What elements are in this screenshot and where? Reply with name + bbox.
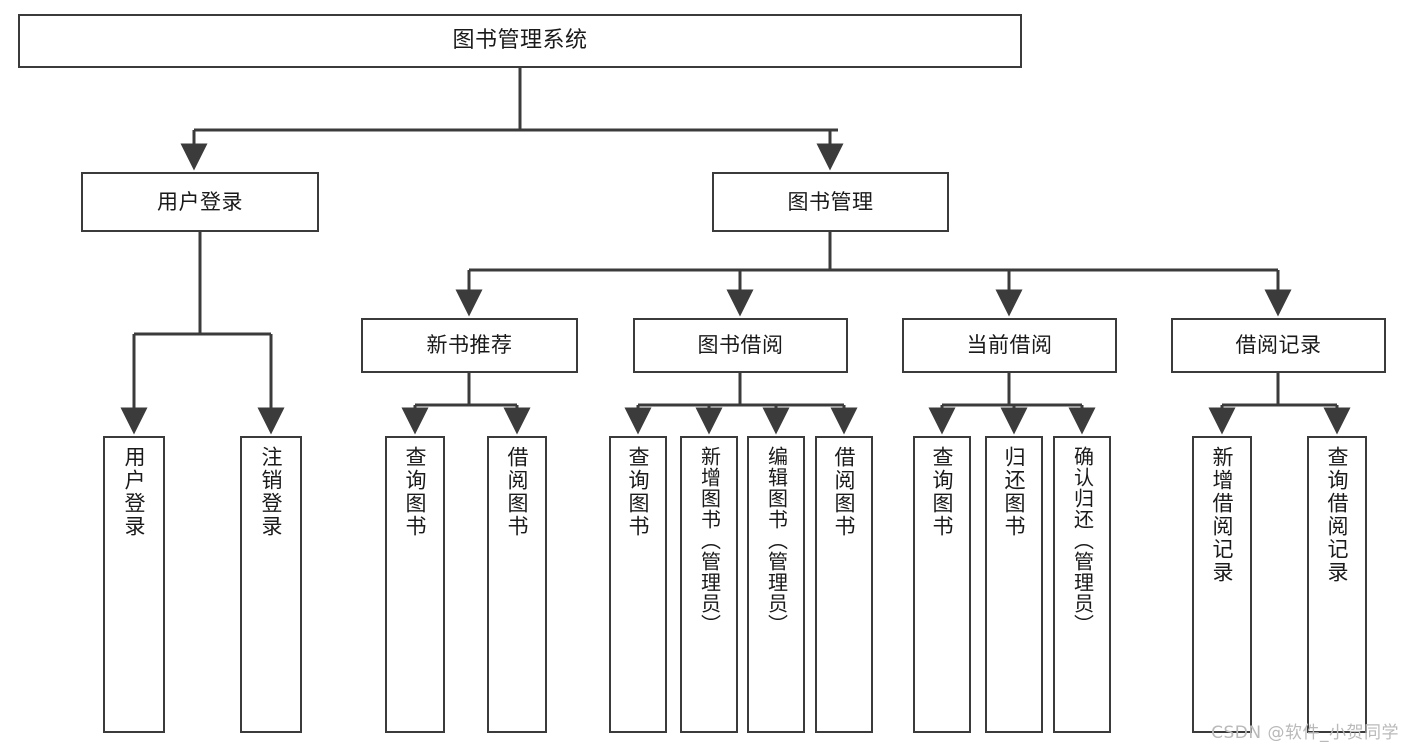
node-borrow-record-label: 借阅记录 <box>1235 333 1322 358</box>
node-leaf-query-book-current-label: 查询图书 <box>930 446 955 538</box>
node-leaf-query-borrow-record-label: 查询借阅记录 <box>1325 446 1350 584</box>
node-new-book-recommend[interactable]: 新书推荐 <box>361 318 578 373</box>
node-leaf-borrow-book-new[interactable]: 借阅图书 <box>487 436 547 733</box>
node-leaf-borrow-book[interactable]: 借阅图书 <box>815 436 873 733</box>
node-leaf-query-book-label: 查询图书 <box>626 446 651 538</box>
node-leaf-logout-label: 注销登录 <box>259 446 284 538</box>
node-leaf-query-book[interactable]: 查询图书 <box>609 436 667 733</box>
node-leaf-query-book-current[interactable]: 查询图书 <box>913 436 971 733</box>
node-leaf-borrow-book-new-label: 借阅图书 <box>505 446 530 538</box>
node-leaf-add-borrow-record-label: 新增借阅记录 <box>1210 446 1235 584</box>
node-root-label: 图书管理系统 <box>452 28 588 54</box>
node-leaf-query-book-new-label: 查询图书 <box>403 446 428 538</box>
node-leaf-confirm-return-admin-label: 确认归还（管理员） <box>1070 446 1095 635</box>
node-leaf-add-book-admin[interactable]: 新增图书（管理员） <box>680 436 738 733</box>
watermark: CSDN @软件_小贺同学 <box>1211 723 1399 743</box>
node-user-login[interactable]: 用户登录 <box>81 172 319 232</box>
node-leaf-edit-book-admin-label: 编辑图书（管理员） <box>764 446 789 635</box>
node-book-management[interactable]: 图书管理 <box>712 172 949 232</box>
node-leaf-edit-book-admin[interactable]: 编辑图书（管理员） <box>747 436 805 733</box>
node-book-borrow[interactable]: 图书借阅 <box>633 318 848 373</box>
node-borrow-record[interactable]: 借阅记录 <box>1171 318 1386 373</box>
node-new-book-recommend-label: 新书推荐 <box>426 333 513 358</box>
node-leaf-query-borrow-record[interactable]: 查询借阅记录 <box>1307 436 1367 733</box>
node-leaf-add-borrow-record[interactable]: 新增借阅记录 <box>1192 436 1252 733</box>
node-leaf-confirm-return-admin[interactable]: 确认归还（管理员） <box>1053 436 1111 733</box>
node-leaf-return-book[interactable]: 归还图书 <box>985 436 1043 733</box>
node-leaf-return-book-label: 归还图书 <box>1002 446 1027 538</box>
node-current-borrow-label: 当前借阅 <box>966 333 1053 358</box>
node-root[interactable]: 图书管理系统 <box>18 14 1022 68</box>
node-leaf-add-book-admin-label: 新增图书（管理员） <box>697 446 722 635</box>
node-book-management-label: 图书管理 <box>787 189 874 214</box>
node-user-login-label: 用户登录 <box>157 189 243 214</box>
node-leaf-user-login-label: 用户登录 <box>122 446 147 538</box>
node-leaf-user-login[interactable]: 用户登录 <box>103 436 165 733</box>
node-leaf-borrow-book-label: 借阅图书 <box>832 446 857 538</box>
node-current-borrow[interactable]: 当前借阅 <box>902 318 1117 373</box>
node-book-borrow-label: 图书借阅 <box>697 333 784 358</box>
node-leaf-logout[interactable]: 注销登录 <box>240 436 302 733</box>
node-leaf-query-book-new[interactable]: 查询图书 <box>385 436 445 733</box>
